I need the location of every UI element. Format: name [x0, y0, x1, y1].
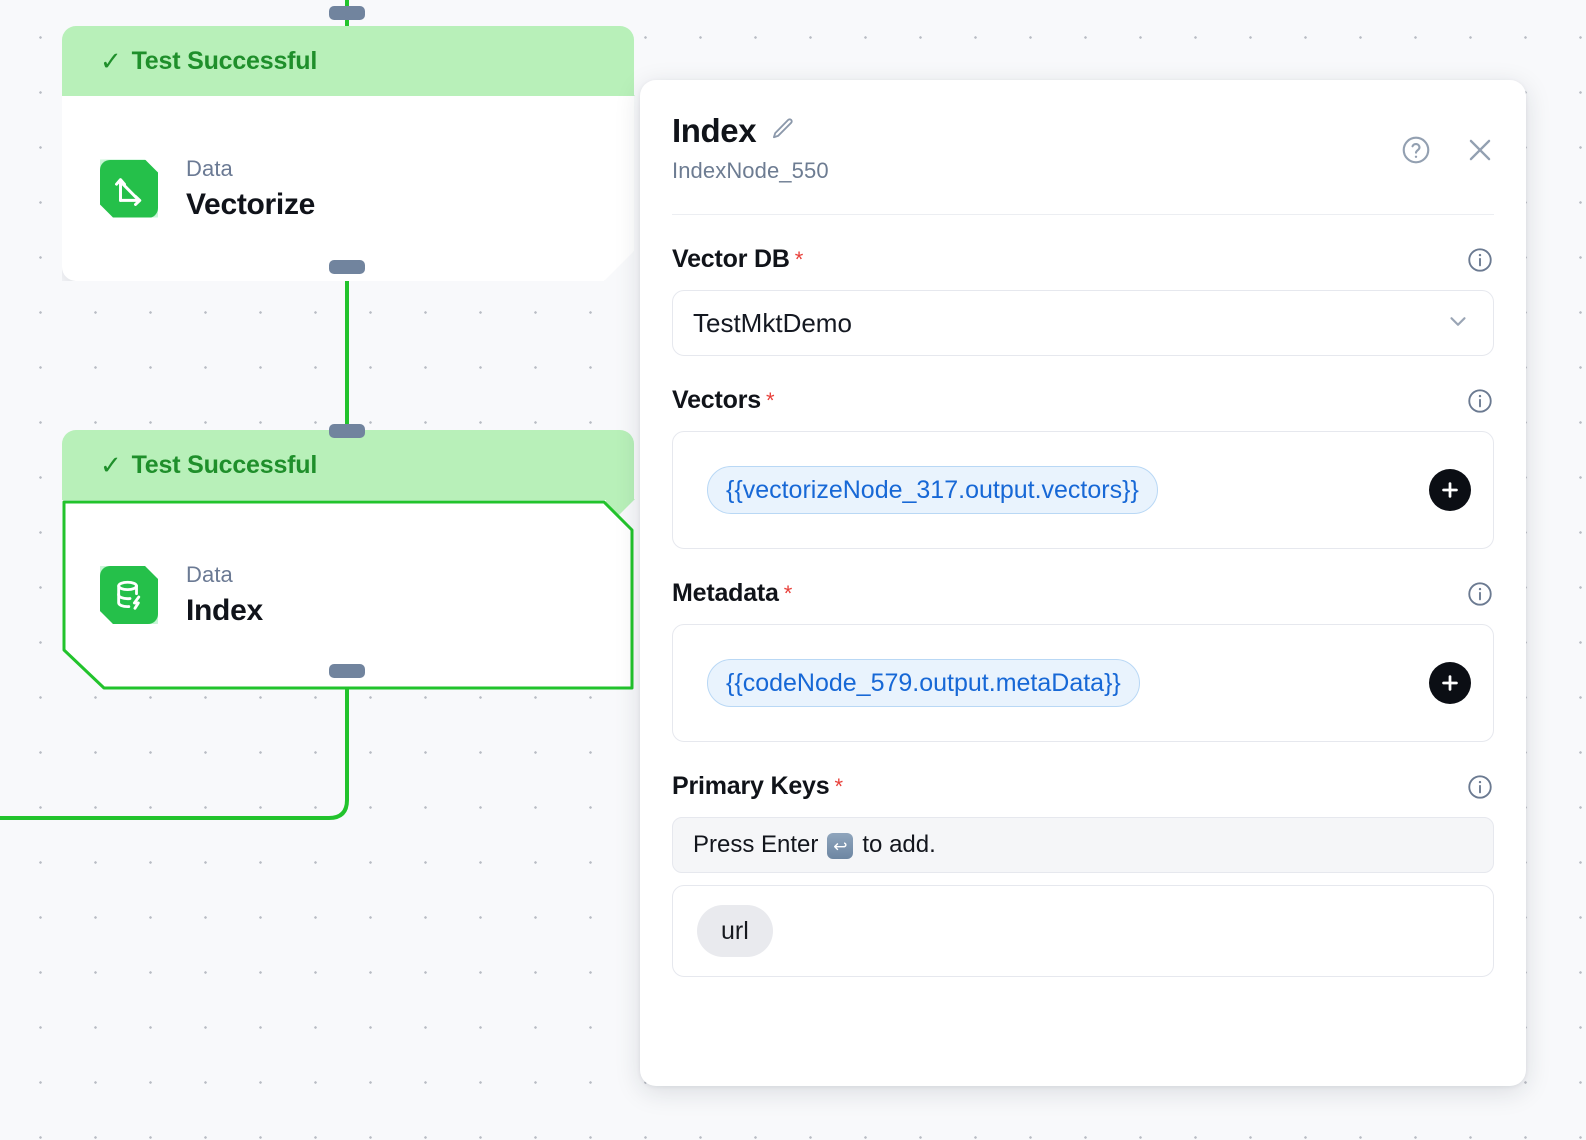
info-circle-icon[interactable]: [1466, 773, 1494, 801]
node-status-banner-index: ✓ Test Successful: [62, 430, 635, 528]
field-metadata: Metadata* {{codeNode_579.output.metaData…: [672, 579, 1494, 742]
vectors-token-pill[interactable]: {{vectorizeNode_317.output.vectors}}: [707, 466, 1158, 514]
panel-divider: [672, 214, 1494, 215]
panel-header-actions: [1400, 134, 1496, 166]
field-label-row: Vectors*: [672, 386, 1494, 415]
vector-axes-icon: [100, 160, 158, 218]
node-text-vectorize: Data Vectorize: [186, 156, 315, 222]
help-circle-icon[interactable]: [1400, 134, 1432, 166]
enter-key-icon: ↩: [827, 833, 854, 859]
node-handle-index-top[interactable]: [329, 424, 365, 438]
node-vectorize[interactable]: ✓ Test Successful Data Vectorize: [62, 26, 635, 281]
chevron-down-icon[interactable]: [1445, 308, 1471, 339]
node-handle-index-bottom[interactable]: [329, 664, 365, 678]
enter-hint-prefix: Press Enter: [693, 831, 819, 858]
database-bolt-icon: [100, 566, 158, 624]
node-properties-panel[interactable]: Index IndexNode_550: [640, 80, 1526, 1086]
check-icon: ✓: [100, 450, 122, 480]
plus-icon: [1439, 672, 1461, 694]
required-marker: *: [765, 388, 775, 413]
page-title: Index: [672, 112, 757, 149]
vectors-token-box[interactable]: {{vectorizeNode_317.output.vectors}}: [672, 431, 1494, 549]
node-title-label: Index: [186, 594, 263, 627]
vector-db-select[interactable]: TestMktDemo: [672, 290, 1494, 356]
field-label-row: Vector DB*: [672, 245, 1494, 274]
edge-index-outgoing: [0, 672, 349, 820]
node-body-index[interactable]: Data Index: [62, 500, 634, 690]
required-marker: *: [834, 774, 843, 799]
pencil-icon[interactable]: [770, 116, 796, 147]
node-kind-label: Data: [186, 562, 233, 587]
node-index[interactable]: ✓ Test Successful: [62, 430, 635, 690]
field-vector-db: Vector DB* TestMktDemo: [672, 245, 1494, 356]
node-kind-label: Data: [186, 155, 233, 181]
panel-header: Index IndexNode_550: [640, 80, 1526, 184]
field-primary-keys: Primary Keys* Press Enter ↩ to add.: [672, 772, 1494, 977]
node-status-label: Test Successful: [131, 46, 318, 75]
node-status-label: Test Successful: [131, 450, 318, 479]
field-label: Vector DB*: [672, 245, 803, 274]
info-circle-icon[interactable]: [1466, 387, 1494, 415]
plus-icon: [1439, 479, 1461, 501]
info-circle-icon[interactable]: [1466, 246, 1494, 274]
node-handle-vectorize-bottom[interactable]: [329, 260, 365, 274]
field-label-text: Vector DB: [672, 245, 790, 273]
vectors-add-button[interactable]: [1429, 469, 1471, 511]
info-circle-icon[interactable]: [1466, 580, 1494, 608]
metadata-token-box[interactable]: {{codeNode_579.output.metaData}}: [672, 624, 1494, 742]
primary-keys-chip-list[interactable]: url: [672, 885, 1494, 977]
required-marker: *: [794, 247, 804, 272]
field-label-row: Primary Keys*: [672, 772, 1494, 801]
field-vectors: Vectors* {{vectorizeNode_317.output.vect…: [672, 386, 1494, 549]
node-status-banner-vectorize: ✓ Test Successful: [62, 26, 635, 124]
node-text-index: Data Index: [186, 562, 263, 628]
vector-db-selected-value: TestMktDemo: [693, 307, 852, 338]
field-label-text: Metadata: [672, 579, 779, 607]
metadata-add-button[interactable]: [1429, 662, 1471, 704]
required-marker: *: [783, 581, 793, 606]
primary-keys-input[interactable]: Press Enter ↩ to add.: [672, 817, 1494, 873]
close-icon[interactable]: [1464, 134, 1496, 166]
field-label-text: Primary Keys: [672, 772, 830, 800]
panel-title-row: Index: [672, 112, 1484, 150]
metadata-token-pill[interactable]: {{codeNode_579.output.metaData}}: [707, 659, 1140, 707]
primary-key-chip[interactable]: url: [697, 905, 773, 957]
field-label: Vectors*: [672, 386, 775, 415]
node-selection-outline: [62, 500, 634, 690]
panel-subtitle: IndexNode_550: [672, 158, 829, 183]
field-label: Primary Keys*: [672, 772, 843, 801]
field-label-text: Vectors: [672, 386, 761, 414]
check-icon: ✓: [100, 46, 122, 76]
panel-body: Vector DB* TestMktDemo: [640, 245, 1526, 977]
node-body-vectorize[interactable]: Data Vectorize: [62, 96, 634, 281]
field-label: Metadata*: [672, 579, 792, 608]
enter-hint-suffix: to add.: [862, 831, 936, 858]
node-title-label: Vectorize: [186, 187, 316, 221]
node-handle-vectorize-top[interactable]: [329, 6, 365, 20]
field-label-row: Metadata*: [672, 579, 1494, 608]
node-index-content: Data Index: [100, 500, 263, 690]
